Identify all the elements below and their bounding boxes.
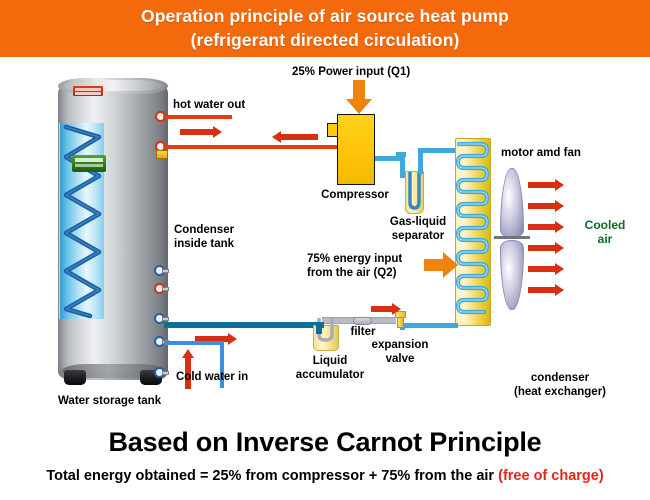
condenser-inside-tank-label: Condenser inside tank — [174, 224, 235, 250]
cooled-air-arrow-4 — [528, 242, 568, 254]
cooled-air-arrow-5 — [528, 263, 568, 275]
valve-to-line-stub — [400, 326, 405, 330]
separator-inlet-drop — [400, 152, 405, 178]
return-flow-arrow — [195, 333, 243, 345]
fan-blade-bottom — [500, 240, 524, 310]
gas-liquid-separator-label: Gas-liquid separator — [389, 216, 447, 242]
page-title: Operation principle of air source heat p… — [141, 6, 509, 50]
tank-base-shade — [62, 364, 164, 378]
tank-brand-decal — [72, 155, 106, 172]
cold-water-in-label: Cold water in — [176, 371, 249, 383]
footer-equation-highlight: (free of charge) — [498, 468, 604, 484]
separator-inlet-elbow — [396, 152, 406, 157]
filter-label: filter — [350, 326, 376, 338]
footer-headline: Based on Inverse Carnot Principle — [108, 427, 542, 457]
cooled-air-arrow-3 — [528, 221, 568, 233]
tank-water-window — [59, 123, 104, 319]
cold-water-in-arrow — [182, 349, 194, 389]
power-input-label: 25% Power input (Q1) — [292, 66, 411, 78]
hot-water-out-label: hot water out — [173, 99, 246, 111]
power-input-block-arrow — [346, 80, 372, 114]
expansion-valve-label: expansion valve — [371, 339, 429, 365]
water-storage-tank-label: Water storage tank — [58, 395, 162, 407]
refrigerant-filter — [353, 317, 372, 325]
footer-equation-text: Total energy obtained = 25% from compres… — [46, 468, 499, 484]
condenser-heat-exchanger-label: condenser (heat exchanger) — [513, 372, 607, 398]
tank-port-sensor-mid — [154, 283, 169, 294]
air-energy-input-label: 75% energy input from the air (Q2) — [307, 253, 403, 279]
hot-water-out-arrow — [180, 126, 224, 138]
tank-red-decal — [73, 86, 103, 96]
footer-equation: Total energy obtained = 25% from compres… — [0, 468, 650, 484]
tank-valve-tab — [156, 150, 168, 159]
separator-outlet-riser — [418, 148, 423, 174]
compressor-label: Compressor — [321, 189, 389, 201]
fan-hub — [494, 236, 530, 239]
tank-port-return-inlet — [154, 313, 169, 324]
air-energy-block-arrow — [424, 252, 458, 278]
cooled-air-arrow-6 — [528, 284, 568, 296]
accumulator-u-tube — [317, 318, 334, 342]
compressor — [337, 114, 375, 185]
condenser-serpentine-tube — [456, 141, 490, 315]
header-banner — [0, 0, 650, 57]
hot-gas-supply-pipe — [164, 145, 339, 149]
fan-blade-top — [500, 168, 524, 238]
hot-gas-flow-arrow — [272, 131, 320, 143]
tank-foot-left — [64, 370, 86, 385]
liquid-line-flow-arrow — [371, 303, 405, 315]
refrigerant-return-pipe — [164, 322, 322, 328]
cooled-air-arrow-2 — [528, 200, 568, 212]
liquid-accumulator-label: Liquid accumulator — [295, 355, 365, 381]
suction-line-from-compressor — [375, 156, 401, 161]
tank-top-inner-cap — [64, 80, 162, 91]
cold-water-in-pipe-v — [220, 341, 224, 388]
cooled-air-arrow-1 — [528, 179, 568, 191]
separator-u-tube — [408, 170, 421, 210]
cooled-air-label: Cooled air — [584, 218, 626, 246]
gas-liquid-separator — [405, 170, 424, 214]
tank-port-drain — [154, 367, 169, 378]
accumulator-inlet-drop — [316, 322, 322, 334]
tank-port-sensor-upper — [154, 265, 169, 276]
accumulator-outlet-stub — [322, 317, 330, 324]
condenser-outlet-line — [400, 323, 458, 328]
hot-water-out-pipe — [164, 115, 232, 119]
condenser-inlet-line — [418, 148, 462, 153]
motor-and-fan — [494, 168, 530, 310]
condenser-coil-inside-tank — [63, 124, 102, 319]
cold-water-in-pipe-h — [164, 341, 224, 345]
motor-and-fan-label: motor amd fan — [501, 147, 581, 159]
finned-condenser-coil — [455, 138, 491, 326]
